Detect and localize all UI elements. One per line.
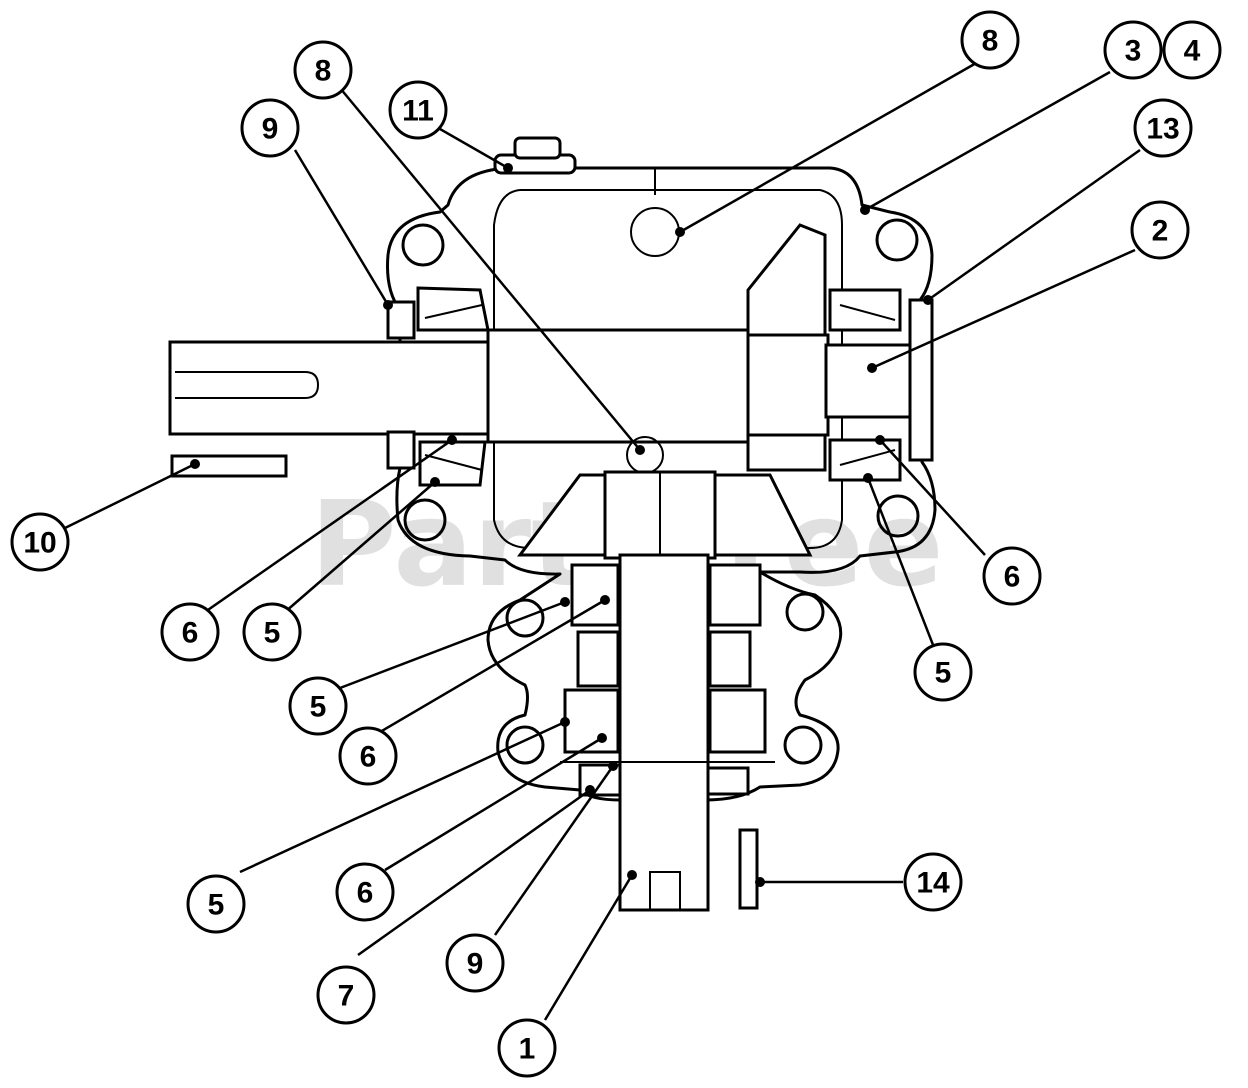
callout-9[interactable]: 9: [240, 98, 300, 158]
callout-6[interactable]: 6: [335, 862, 395, 922]
svg-text:6: 6: [1004, 561, 1021, 594]
callout-14[interactable]: 14: [903, 852, 963, 912]
callout-8[interactable]: 8: [960, 10, 1020, 70]
svg-text:4: 4: [1184, 35, 1201, 68]
svg-text:9: 9: [467, 948, 484, 981]
svg-text:3: 3: [1125, 35, 1142, 68]
callout-7[interactable]: 7: [316, 965, 376, 1025]
callout-2[interactable]: 2: [1130, 200, 1190, 260]
callout-10[interactable]: 10: [10, 512, 70, 572]
callout-5[interactable]: 5: [913, 642, 973, 702]
callout-6[interactable]: 6: [338, 726, 398, 786]
svg-text:5: 5: [935, 657, 952, 690]
svg-text:8: 8: [315, 55, 332, 88]
key-part-10: [170, 454, 288, 478]
svg-text:14: 14: [916, 867, 950, 900]
bolt-hole: [401, 223, 445, 267]
callout-5[interactable]: 5: [242, 602, 302, 662]
svg-text:6: 6: [357, 877, 374, 910]
bolt-hole: [403, 498, 447, 542]
callout-6[interactable]: 6: [160, 602, 220, 662]
callout-5[interactable]: 5: [186, 874, 246, 934]
bolt-hole: [785, 592, 825, 632]
bolt-hole: [875, 218, 919, 262]
svg-text:8: 8: [982, 25, 999, 58]
callout-5[interactable]: 5: [288, 676, 348, 736]
callout-4[interactable]: 4: [1162, 20, 1222, 80]
bolt-hole: [505, 598, 545, 638]
bolt-hole: [505, 725, 545, 765]
leader-lines: [64, 60, 1141, 1021]
svg-text:9: 9: [262, 113, 279, 146]
callout-11[interactable]: 11: [388, 80, 448, 140]
svg-text:6: 6: [182, 617, 199, 650]
input-shaft: [168, 223, 916, 472]
svg-text:5: 5: [208, 889, 225, 922]
callout-6[interactable]: 6: [982, 546, 1042, 606]
callout-13[interactable]: 13: [1133, 98, 1193, 158]
svg-text:5: 5: [310, 691, 327, 724]
svg-text:6: 6: [360, 741, 377, 774]
gearbox-housing: [386, 136, 937, 802]
svg-text:10: 10: [23, 527, 56, 560]
svg-text:13: 13: [1146, 113, 1179, 146]
svg-text:1: 1: [519, 1033, 536, 1066]
bolt-hole: [876, 494, 920, 538]
output-shaft: [517, 470, 813, 912]
svg-text:5: 5: [264, 617, 281, 650]
callout-3[interactable]: 3: [1103, 20, 1163, 80]
callout-8[interactable]: 8: [293, 40, 353, 100]
svg-text:11: 11: [402, 95, 434, 128]
key-part-14: [738, 828, 759, 910]
callout-1[interactable]: 1: [497, 1018, 557, 1078]
svg-text:2: 2: [1152, 215, 1169, 248]
bolt-hole: [783, 725, 823, 765]
svg-text:7: 7: [338, 980, 355, 1013]
callout-9[interactable]: 9: [445, 933, 505, 993]
